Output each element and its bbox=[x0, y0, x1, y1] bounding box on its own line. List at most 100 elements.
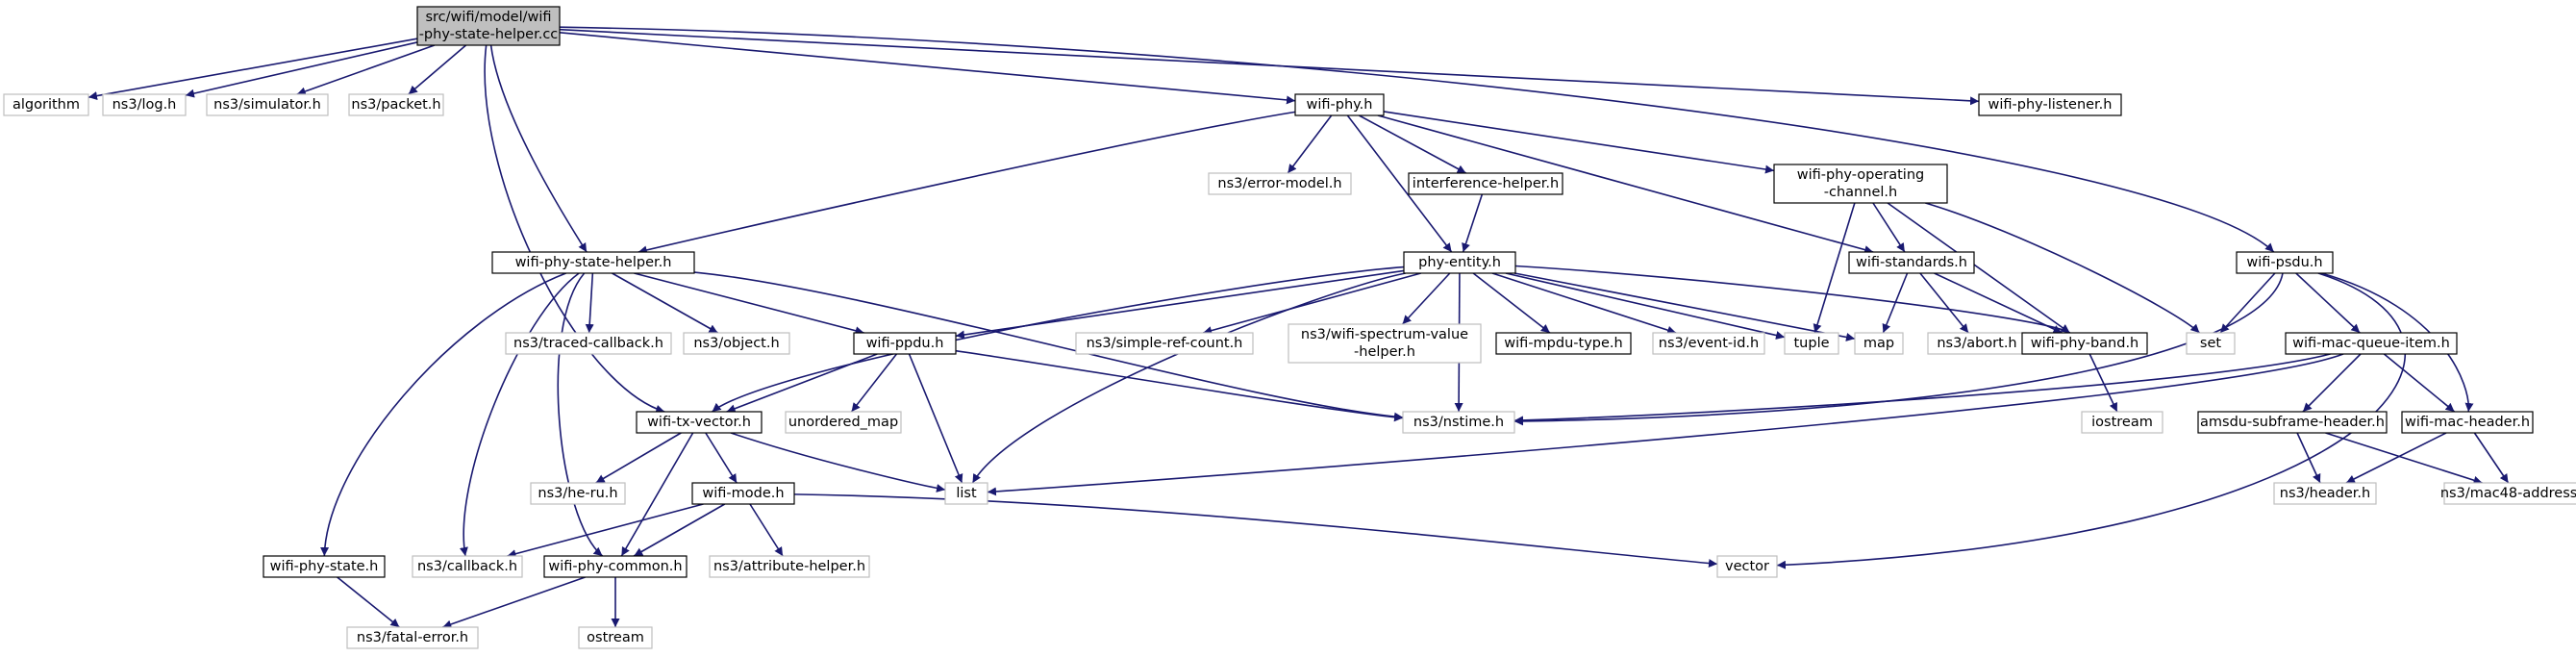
edge-psdu-to-set bbox=[2219, 272, 2276, 334]
node-label: phy-entity.h bbox=[1418, 255, 1501, 270]
node-label: ns3/packet.h bbox=[351, 97, 440, 113]
node-txvector[interactable]: wifi-tx-vector.h bbox=[636, 411, 763, 434]
node-macqueue[interactable]: wifi-mac-queue-item.h bbox=[2285, 332, 2458, 355]
node-phyband[interactable]: wifi-phy-band.h bbox=[2021, 332, 2148, 355]
edge-root-to-txvector bbox=[484, 44, 665, 414]
node-box bbox=[1716, 555, 1778, 578]
node-box bbox=[206, 93, 329, 116]
file-nodes: src/wifi/model/wifi-phy-state-helper.cc a… bbox=[3, 6, 2576, 649]
node-phystate[interactable]: wifi-phy-state.h bbox=[263, 555, 386, 578]
node-macheader[interactable]: wifi-mac-header.h bbox=[2401, 411, 2534, 434]
node-list: list bbox=[944, 482, 988, 505]
edge-wifimode-to-callback bbox=[507, 503, 704, 559]
node-box bbox=[1495, 332, 1632, 355]
node-label: -phy-state-helper.cc bbox=[419, 27, 559, 42]
node-root[interactable]: src/wifi/model/wifi-phy-state-helper.cc bbox=[416, 6, 561, 46]
node-label: interference-helper.h bbox=[1413, 176, 1559, 191]
edge-macqueue-to-list bbox=[987, 353, 2344, 496]
node-interference[interactable]: interference-helper.h bbox=[1408, 172, 1563, 195]
node-box bbox=[1408, 172, 1563, 195]
node-wifiphylistener[interactable]: wifi-phy-listener.h bbox=[1978, 93, 2122, 116]
node-label: ns3/abort.h bbox=[1937, 336, 2016, 351]
edge-phystate-to-fatalerror bbox=[337, 576, 400, 628]
node-wifiphy[interactable]: wifi-phy.h bbox=[1294, 93, 1385, 116]
node-wifimode[interactable]: wifi-mode.h bbox=[691, 482, 795, 505]
node-label: wifi-phy-state-helper.h bbox=[515, 255, 672, 270]
node-set: set bbox=[2186, 332, 2236, 355]
node-label: algorithm bbox=[13, 97, 80, 113]
node-box bbox=[785, 411, 902, 434]
edge-macqueue-to-nstime bbox=[1513, 353, 2331, 425]
edge-psdu-to-nstime bbox=[1513, 272, 2284, 426]
edge-statehelper-to-phycommon bbox=[557, 272, 604, 557]
edge-statehelper-to-nstime bbox=[693, 271, 1404, 421]
node-heru: ns3/he-ru.h bbox=[530, 482, 626, 505]
node-algorithm: algorithm bbox=[3, 93, 89, 116]
node-label: ns3/event-id.h bbox=[1659, 336, 1759, 351]
node-box bbox=[1854, 332, 1904, 355]
edge-macqueue-to-macheader bbox=[2383, 353, 2456, 413]
node-label: wifi-phy-band.h bbox=[2031, 336, 2139, 351]
node-label: ns3/traced-callback.h bbox=[513, 336, 663, 351]
node-mac48: ns3/mac48-address.h bbox=[2440, 482, 2576, 505]
node-label: ns3/header.h bbox=[2280, 486, 2370, 501]
edge-root-to-psdu bbox=[559, 26, 2275, 253]
edge-opchannel-to-phyband bbox=[1887, 202, 2071, 334]
node-box bbox=[505, 332, 672, 355]
node-box bbox=[348, 93, 444, 116]
node-label: ns3/fatal-error.h bbox=[357, 630, 468, 645]
node-label: wifi-phy-state.h bbox=[270, 559, 379, 574]
node-fatalerror: ns3/fatal-error.h bbox=[346, 626, 479, 649]
node-eventid: ns3/event-id.h bbox=[1652, 332, 1765, 355]
node-vector: vector bbox=[1716, 555, 1778, 578]
edge-root-to-statehelper bbox=[489, 44, 588, 253]
node-box bbox=[2236, 251, 2334, 274]
node-label: iostream bbox=[2091, 415, 2153, 430]
edge-root-to-algorithm bbox=[88, 38, 418, 101]
dependency-edges bbox=[88, 26, 2510, 629]
node-spectrum: ns3/wifi-spectrum-value-helper.h bbox=[1288, 323, 1482, 364]
edge-opchannel-to-set bbox=[1925, 202, 2200, 334]
edge-psdu-to-macqueue bbox=[2295, 272, 2361, 334]
node-phyentity[interactable]: phy-entity.h bbox=[1403, 251, 1516, 274]
node-label: amsdu-subframe-header.h bbox=[2200, 415, 2385, 430]
edge-opchannel-to-tuple bbox=[1813, 202, 1856, 334]
node-standards[interactable]: wifi-standards.h bbox=[1848, 251, 1975, 274]
node-label: -channel.h bbox=[1824, 185, 1897, 200]
edge-phyentity-to-tuple bbox=[1505, 272, 1786, 340]
node-box bbox=[2197, 411, 2388, 434]
node-nstime: ns3/nstime.h bbox=[1402, 411, 1515, 434]
node-statehelper[interactable]: wifi-phy-state-helper.h bbox=[491, 251, 695, 274]
edge-txvector-to-wifimode bbox=[705, 432, 738, 484]
node-ppdu[interactable]: wifi-ppdu.h bbox=[853, 332, 957, 355]
node-opchannel[interactable]: wifi-phy-operating-channel.h bbox=[1773, 164, 1948, 204]
node-label: ns3/callback.h bbox=[417, 559, 517, 574]
node-map: map bbox=[1854, 332, 1904, 355]
node-box bbox=[944, 482, 988, 505]
node-amsdu[interactable]: amsdu-subframe-header.h bbox=[2197, 411, 2388, 434]
edge-standards-to-abort bbox=[1919, 272, 1969, 334]
edge-interference-to-phyentity bbox=[1462, 193, 1484, 253]
node-box bbox=[2285, 332, 2458, 355]
node-psdu[interactable]: wifi-psdu.h bbox=[2236, 251, 2334, 274]
edge-macqueue-to-amsdu bbox=[2302, 353, 2362, 413]
edge-txvector-to-list bbox=[730, 432, 946, 493]
edge-phyentity-to-simpleref bbox=[1202, 272, 1422, 335]
node-label: ns3/wifi-spectrum-value bbox=[1301, 327, 1468, 342]
node-label: vector bbox=[1725, 559, 1769, 574]
node-mpdutype[interactable]: wifi-mpdu-type.h bbox=[1495, 332, 1632, 355]
edge-ppdu-to-list bbox=[908, 353, 963, 484]
edge-phyentity-to-txvector bbox=[712, 265, 1405, 413]
node-label: wifi-phy.h bbox=[1307, 97, 1373, 113]
edge-amsdu-to-header bbox=[2296, 432, 2321, 484]
node-phycommon[interactable]: wifi-phy-common.h bbox=[543, 555, 688, 578]
node-label: ns3/attribute-helper.h bbox=[713, 559, 865, 574]
node-box bbox=[2443, 482, 2576, 505]
edge-wifimode-to-vector bbox=[793, 493, 1718, 568]
edge-amsdu-to-mac48 bbox=[2325, 432, 2483, 485]
node-box bbox=[1402, 411, 1515, 434]
node-box bbox=[102, 93, 187, 116]
edge-txvector-to-phycommon bbox=[620, 432, 694, 557]
node-box bbox=[2186, 332, 2236, 355]
edge-statehelper-to-tracedcb bbox=[585, 272, 594, 334]
